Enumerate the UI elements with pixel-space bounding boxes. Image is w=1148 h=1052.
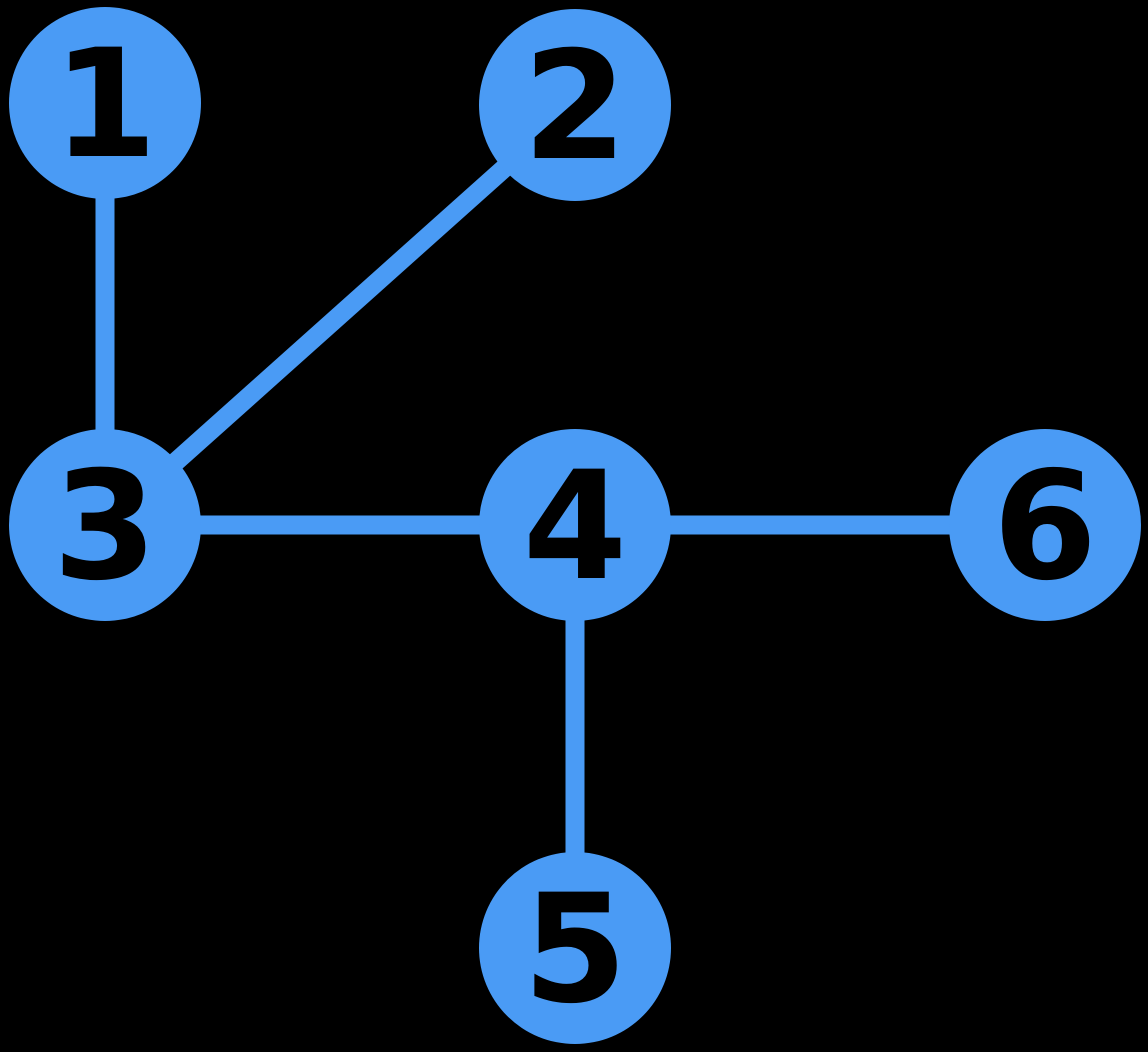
graph-node-6[interactable]: 6 [949, 429, 1141, 621]
node-label-2: 2 [523, 20, 627, 194]
node-circle-4[interactable] [479, 429, 671, 621]
graph-node-3[interactable]: 3 [9, 429, 201, 621]
node-circle-3[interactable] [9, 429, 201, 621]
node-label-4: 4 [523, 440, 627, 614]
node-label-3: 3 [53, 440, 157, 614]
graph-node-2[interactable]: 2 [479, 9, 671, 201]
graph-node-4[interactable]: 4 [479, 429, 671, 621]
node-circle-6[interactable] [949, 429, 1141, 621]
graph-node-5[interactable]: 5 [479, 852, 671, 1044]
node-label-1: 1 [53, 18, 157, 192]
node-circle-2[interactable] [479, 9, 671, 201]
node-layer: 1 2 3 4 5 6 [9, 7, 1141, 1044]
node-label-6: 6 [993, 440, 1097, 614]
node-circle-1[interactable] [9, 7, 201, 199]
graph-node-1[interactable]: 1 [9, 7, 201, 199]
graph-edge-3-2[interactable] [98, 97, 582, 533]
node-label-5: 5 [523, 863, 627, 1037]
node-circle-5[interactable] [479, 852, 671, 1044]
